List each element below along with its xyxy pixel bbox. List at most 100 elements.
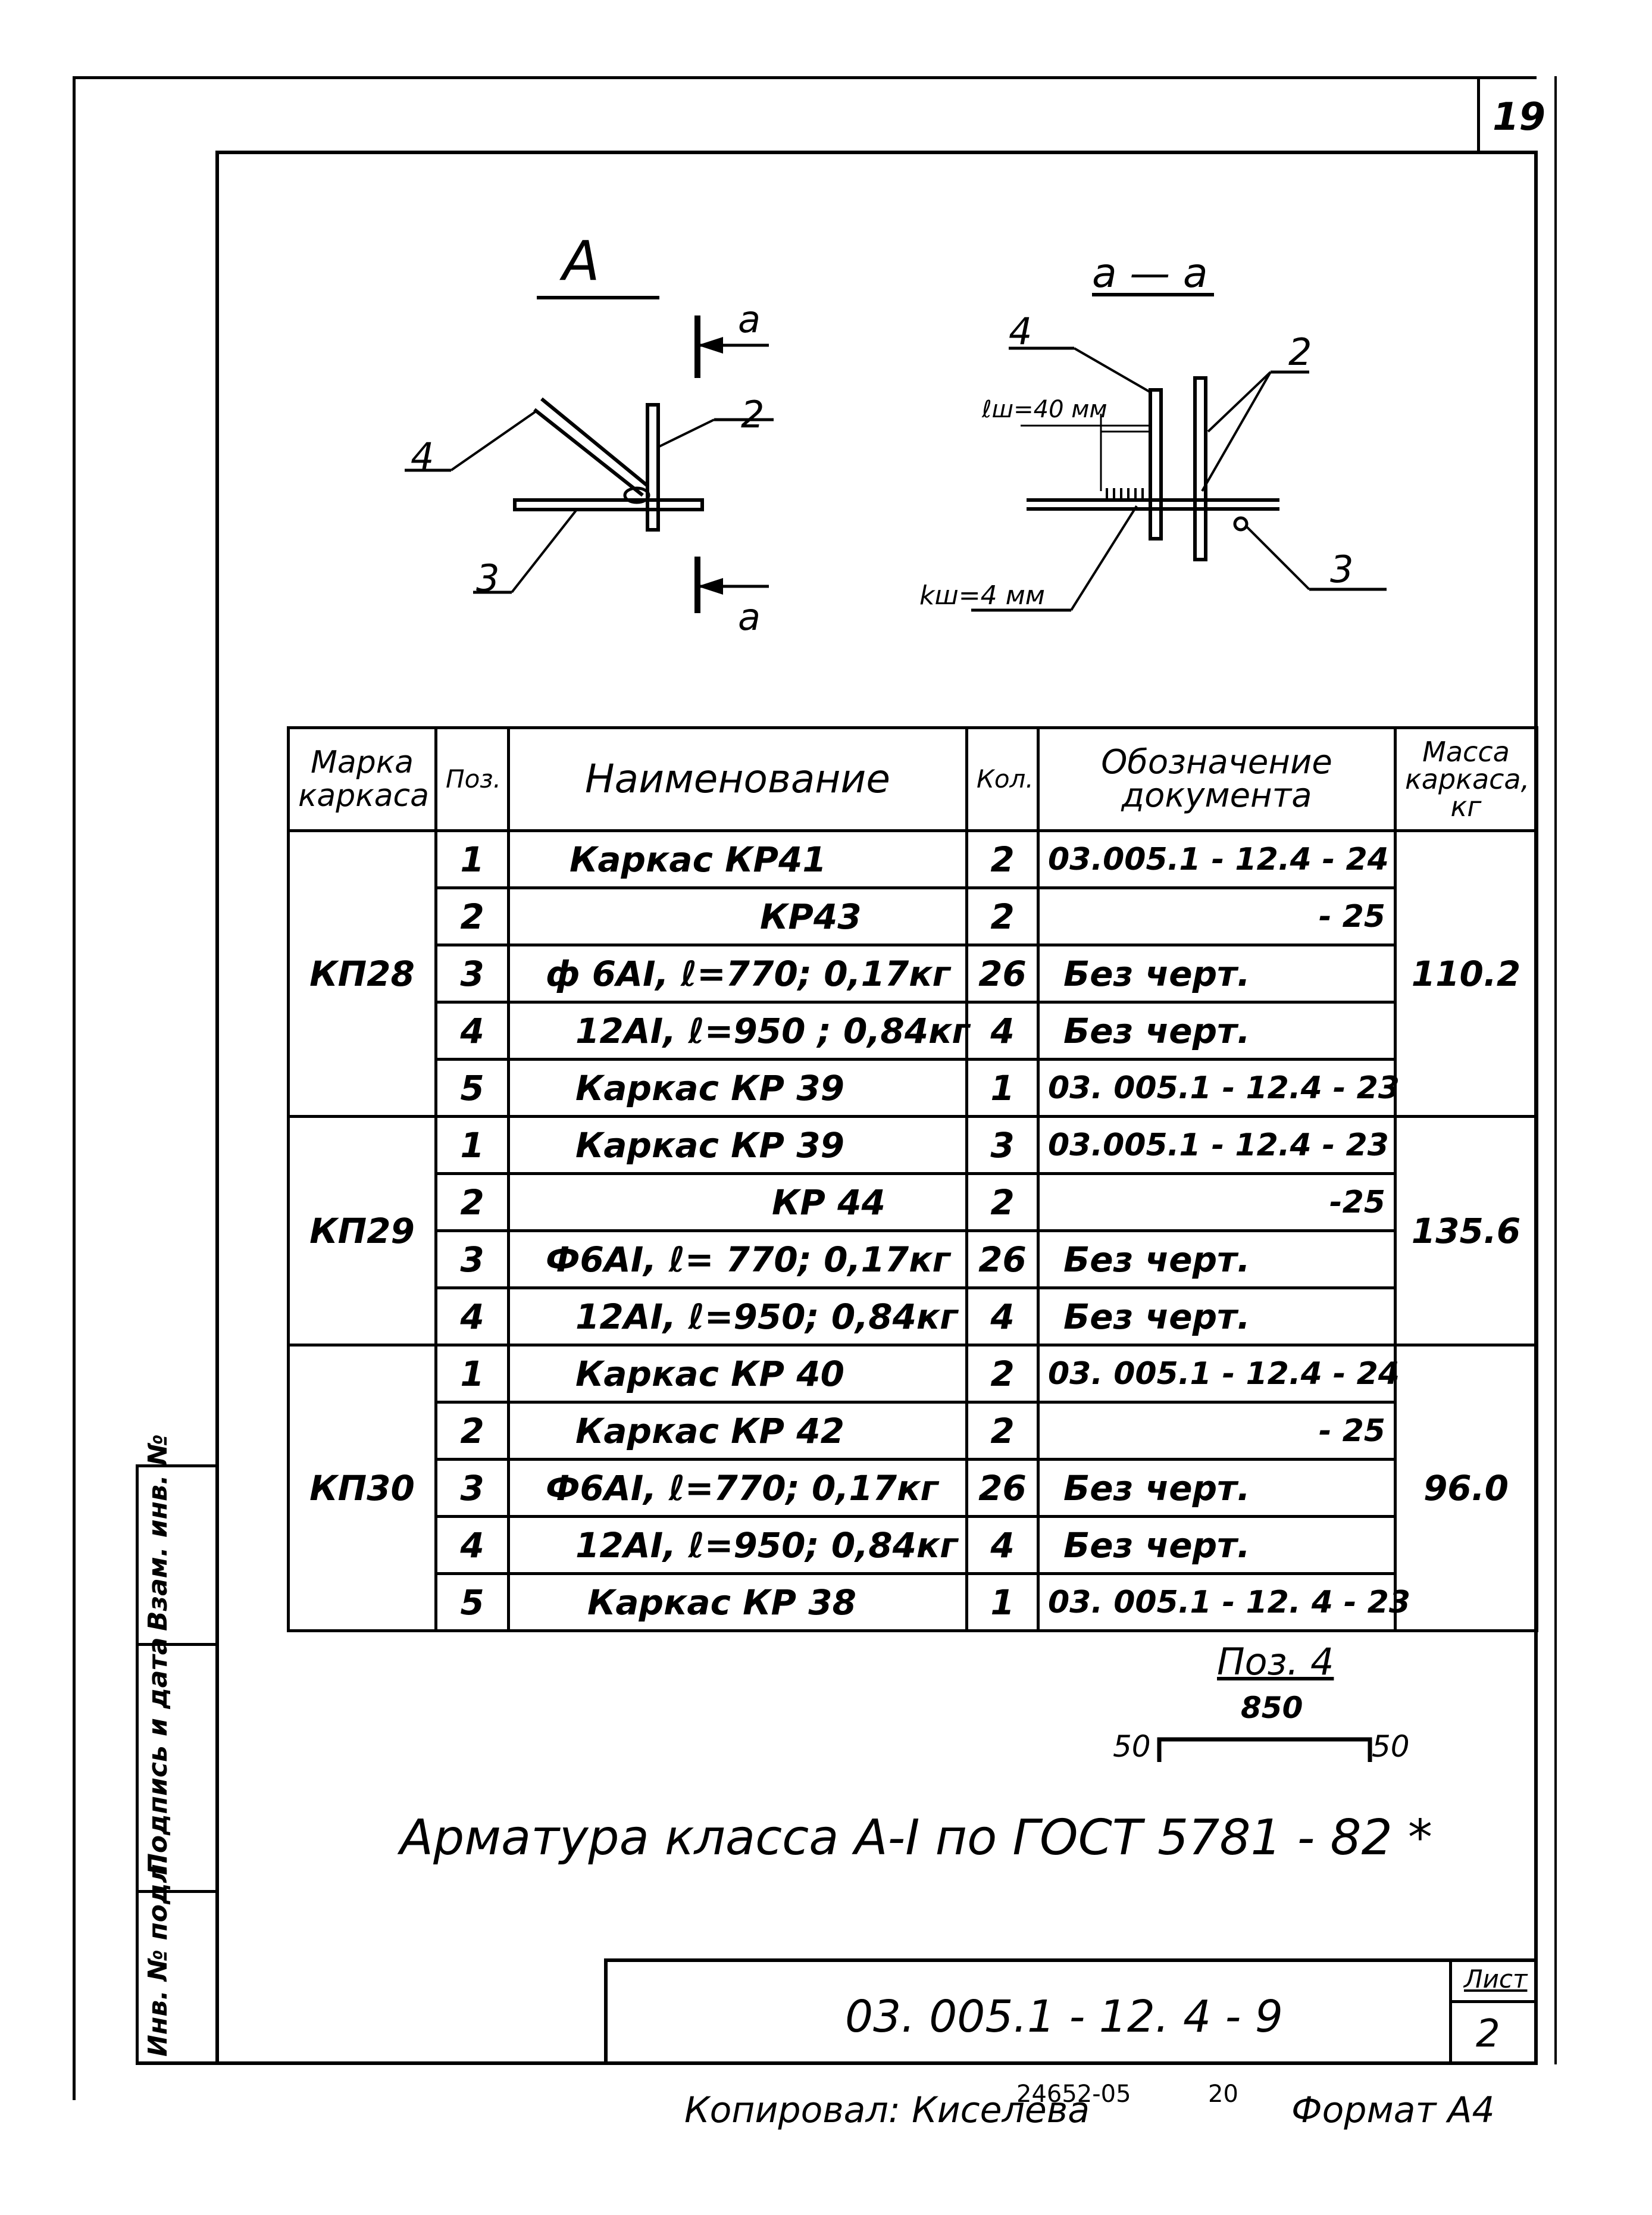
- qty-cell: 1: [965, 1572, 1040, 1632]
- name-cell: Ф6АI, ℓ=770; 0,17кг: [507, 1458, 968, 1518]
- table-row: КП29 1 Каркас КР 39 3 03.005.1 - 12.4 - …: [287, 1115, 1538, 1347]
- weld-length-label: ℓш=40 мм: [982, 396, 1107, 423]
- section-aa-callout-2: 2: [1288, 330, 1312, 374]
- title-block-sheet-left: [1449, 1958, 1452, 2064]
- name-cell: 12АI, ℓ=950; 0,84кг: [507, 1286, 968, 1347]
- table-row: 2 КР 44 2 -25: [289, 1172, 1537, 1232]
- table-header-row: Марка каркаса Поз. Наименование Кол. Обо…: [287, 726, 1538, 832]
- qty-cell: 3: [965, 1115, 1040, 1175]
- weld-leg-label: kш=4 мм: [919, 580, 1045, 611]
- inner-frame-bottom: [136, 2061, 1538, 2065]
- table-row: 2 КР43 2 - 25: [289, 886, 1537, 946]
- name-cell: ф 6АI, ℓ=770; 0,17кг: [507, 944, 968, 1004]
- stamp-inv-podl: Инв. № подл.: [143, 1854, 173, 2057]
- pos4-length-mid: 850: [1241, 1691, 1303, 1725]
- doc-cell: Без черт.: [1037, 1515, 1397, 1575]
- pos-cell: 4: [434, 1001, 510, 1061]
- sheet-label: Лист: [1464, 1964, 1528, 1994]
- pos-cell: 3: [434, 1458, 510, 1518]
- qty-cell: 2: [965, 1401, 1040, 1461]
- view-a-drawing: [405, 296, 774, 613]
- pos4-title: Поз. 4: [1217, 1640, 1334, 1683]
- pos-cell: 2: [434, 1172, 510, 1232]
- mark-cell: КП30: [287, 1344, 437, 1632]
- pos-cell: 5: [434, 1058, 510, 1118]
- name-cell: Каркас КР 40: [507, 1344, 968, 1404]
- name-cell: Каркас КР41: [507, 829, 968, 889]
- table-row: 3 Ф6АI, ℓ= 770; 0,17кг 26 Без черт.: [289, 1229, 1537, 1289]
- pos4-length-left: 50: [1113, 1729, 1151, 1764]
- pos4-bar-shape: [1157, 1737, 1372, 1762]
- header-name: Наименование: [507, 726, 968, 832]
- view-a-callout-2: 2: [741, 393, 765, 436]
- table-row: КП28 1 Каркас КР41 2 03.005.1 - 12.4 - 2…: [287, 829, 1538, 1118]
- qty-cell: 2: [965, 829, 1040, 889]
- name-cell: 12АI, ℓ=950 ; 0,84кг: [507, 1001, 970, 1061]
- mark-cell: КП29: [287, 1115, 437, 1347]
- view-a-marker-top: a: [738, 298, 761, 341]
- doc-cell: 03.005.1 - 12.4 - 24: [1037, 829, 1397, 889]
- qty-cell: 1: [965, 1058, 1040, 1118]
- table-row: 2 Каркас КР 42 2 - 25: [289, 1401, 1537, 1461]
- stamp-divider-2: [136, 1890, 218, 1893]
- qty-cell: 4: [965, 1001, 1040, 1061]
- section-aa-callout-4: 4: [1009, 310, 1032, 353]
- mass-cell: 110.2: [1394, 829, 1538, 1118]
- footer-copied: Копировал: Киселева: [684, 2089, 1090, 2131]
- name-cell: Каркас КР 38: [507, 1572, 968, 1632]
- table-row: 4 12АI, ℓ=950; 0,84кг 4 Без черт.: [289, 1515, 1537, 1575]
- outer-frame-top: [73, 76, 1537, 79]
- pos-cell: 3: [434, 944, 510, 1004]
- table-row: 4 12АI, ℓ=950; 0,84кг 4 Без черт.: [289, 1286, 1537, 1347]
- name-cell: КР 44: [507, 1172, 968, 1232]
- name-cell: Каркас КР 39: [507, 1058, 968, 1118]
- pos-cell: 1: [434, 1344, 510, 1404]
- table-row: 5 Каркас КР 38 1 03. 005.1 - 12. 4 - 23: [289, 1572, 1537, 1632]
- doc-cell: 03. 005.1 - 12.4 - 23: [1037, 1058, 1400, 1118]
- footer-num: 20: [1208, 2080, 1238, 2108]
- pos-cell: 4: [434, 1286, 510, 1347]
- qty-cell: 26: [965, 1458, 1040, 1518]
- footer-order: 24652-05: [1016, 2080, 1131, 2108]
- doc-cell: Без черт.: [1037, 1229, 1397, 1289]
- title-block-sheet-mid: [1449, 2000, 1537, 2003]
- inner-frame-top: [215, 151, 1537, 154]
- doc-cell: - 25: [1037, 1401, 1397, 1461]
- doc-cell: 03.005.1 - 12.4 - 23: [1037, 1115, 1397, 1175]
- mark-cell: КП28: [287, 829, 437, 1118]
- pos4-length-right: 50: [1372, 1729, 1410, 1764]
- name-cell: Каркас КР 42: [507, 1401, 968, 1461]
- table-row: 3 ф 6АI, ℓ=770; 0,17кг 26 Без черт.: [289, 944, 1537, 1004]
- stamp-divider-1: [136, 1643, 218, 1646]
- section-aa-callout-3: 3: [1330, 548, 1354, 591]
- name-cell: КР43: [507, 886, 968, 946]
- header-doc: Обозначение документа: [1037, 726, 1397, 832]
- doc-cell: - 25: [1037, 886, 1397, 946]
- doc-cell: Без черт.: [1037, 1458, 1397, 1518]
- table-row: 3 Ф6АI, ℓ=770; 0,17кг 26 Без черт.: [289, 1458, 1537, 1518]
- header-pos: Поз.: [434, 726, 510, 832]
- drawing-designation: 03. 005.1 - 12. 4 - 9: [845, 1991, 1283, 2042]
- pos-cell: 4: [434, 1515, 510, 1575]
- qty-cell: 4: [965, 1286, 1040, 1347]
- section-aa-drawing: [971, 293, 1387, 612]
- table-row: 4 12АI, ℓ=950 ; 0,84кг 4 Без черт.: [289, 1001, 1537, 1061]
- pos-cell: 3: [434, 1229, 510, 1289]
- qty-cell: 2: [965, 886, 1040, 946]
- mass-cell: 135.6: [1394, 1115, 1538, 1347]
- sheet-number: 19: [1493, 95, 1546, 139]
- qty-cell: 26: [965, 944, 1040, 1004]
- reinforcement-note: Арматура класса А-I по ГОСТ 5781 - 82 *: [400, 1810, 1432, 1866]
- stamp-divider-top: [136, 1464, 218, 1467]
- qty-cell: 4: [965, 1515, 1040, 1575]
- mass-cell: 96.0: [1394, 1344, 1538, 1632]
- name-cell: 12АI, ℓ=950; 0,84кг: [507, 1515, 968, 1575]
- name-cell: Ф6АI, ℓ= 770; 0,17кг: [507, 1229, 968, 1289]
- stamp-vzam-inv: Взам. инв. №: [143, 1434, 173, 1631]
- header-mass: Масса каркаса, кг: [1394, 726, 1538, 832]
- view-a-callout-4: 4: [411, 435, 434, 478]
- specification-table: Марка каркаса Поз. Наименование Кол. Обо…: [287, 726, 1538, 1632]
- doc-cell: 03. 005.1 - 12.4 - 24: [1037, 1344, 1400, 1404]
- section-aa-title: a — a: [1092, 250, 1208, 297]
- table-row: КП30 1 Каркас КР 40 2 03. 005.1 - 12.4 -…: [287, 1344, 1538, 1632]
